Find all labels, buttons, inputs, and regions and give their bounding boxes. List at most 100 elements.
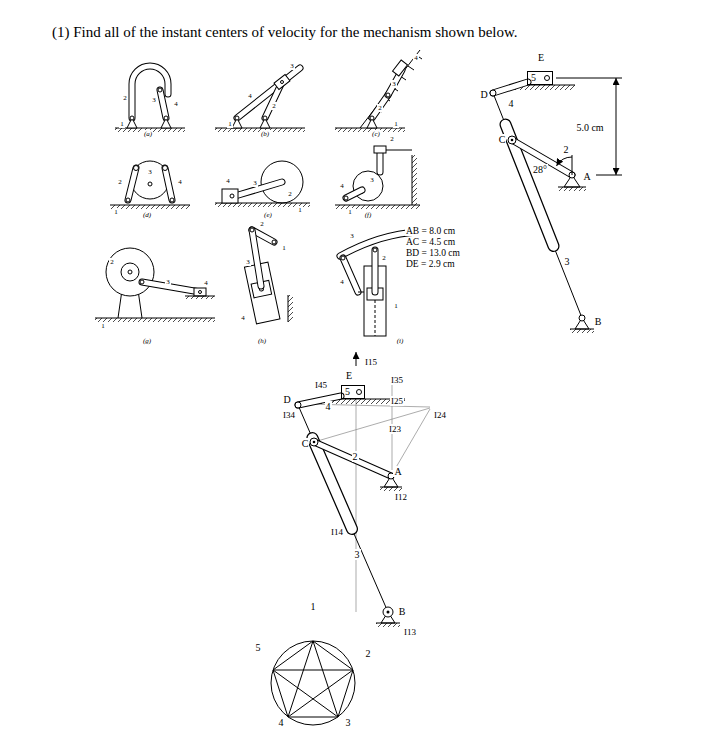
drawing-line xyxy=(343,258,358,292)
main-mechanism xyxy=(490,76,622,334)
sketch-label: 1 xyxy=(100,323,106,330)
label-text: 1 xyxy=(393,120,399,128)
sketch-label: 1 xyxy=(227,121,233,128)
sketch-g xyxy=(95,248,215,322)
drawing-path xyxy=(557,157,573,166)
drawing-circle xyxy=(128,270,132,274)
drawing-circle xyxy=(170,198,174,202)
drawing-path xyxy=(368,55,422,122)
mechanism-label: A xyxy=(393,467,402,477)
mechanism-label: 3 xyxy=(354,550,361,560)
sketch-c xyxy=(335,50,422,132)
mechanism-label: C xyxy=(498,135,507,145)
mechanism-label: 2 xyxy=(563,145,570,155)
mechanism-label: I13 xyxy=(403,628,417,637)
sketch-label: 1 xyxy=(119,121,125,128)
drawing-line xyxy=(378,152,383,172)
label-text: 1 xyxy=(119,120,125,128)
sketch-b xyxy=(215,68,305,132)
mechanism-label: I14 xyxy=(330,528,344,537)
mechanism-label: AB = 8.0 cm xyxy=(405,227,456,237)
mechanism-label: C xyxy=(301,439,310,449)
label-text: DE = 2.9 cm xyxy=(405,259,456,269)
drawing-line xyxy=(616,78,617,175)
label-text: (i) xyxy=(396,337,405,345)
mechanism-label: I23 xyxy=(388,425,402,434)
label-text: (e) xyxy=(263,211,273,219)
drawing-path xyxy=(132,66,168,118)
drawing-line xyxy=(572,155,573,175)
drawing-line xyxy=(165,168,172,200)
mechanism-label: I25 xyxy=(390,397,404,406)
sketch-label: 3 xyxy=(165,279,171,286)
mechanism-label: 28° xyxy=(532,165,548,175)
label-text: 3 xyxy=(354,549,361,560)
drawing-circle xyxy=(199,291,202,294)
drawing-line xyxy=(314,442,391,476)
drawing-rect xyxy=(185,296,215,299)
label-text: 1 xyxy=(227,120,233,128)
sketch-label: 2 xyxy=(377,105,383,112)
drawing-circle xyxy=(130,116,134,120)
drawing-circle xyxy=(281,81,284,84)
label-text: I35 xyxy=(390,375,404,385)
block-number: 5 xyxy=(345,386,350,397)
label-text: (g) xyxy=(142,337,152,345)
label-text: 2 xyxy=(377,104,383,112)
mechanism-label: D xyxy=(479,90,488,100)
sketch-label: (e) xyxy=(263,212,273,219)
drawing-rect xyxy=(558,187,586,191)
drawing-line xyxy=(506,125,554,247)
label-text: 3 xyxy=(369,176,375,184)
drawing-circle xyxy=(387,611,390,614)
label-text: E xyxy=(537,52,545,63)
label-text: 5 xyxy=(255,642,262,653)
mechanism-label: I34 xyxy=(282,411,296,420)
mechanism-label: BD = 13.0 cm xyxy=(405,249,461,259)
drawing-line xyxy=(142,282,200,292)
label-text: 1 xyxy=(393,302,399,310)
solution-diagram xyxy=(295,352,430,627)
sketch-label: 3 xyxy=(289,63,295,70)
drawing-line xyxy=(512,140,572,175)
drawing-rect xyxy=(374,146,386,153)
drawing-line xyxy=(493,93,582,318)
circle-diagram xyxy=(271,641,355,725)
label-text: 4 xyxy=(413,54,419,62)
label-text: 2 xyxy=(287,190,293,198)
drawing-circle xyxy=(353,171,383,201)
label-text: 3 xyxy=(151,96,157,104)
label-text: 4 xyxy=(203,279,209,287)
sketch-label: (d) xyxy=(142,212,152,219)
sketch-label: 4 xyxy=(225,178,231,185)
drawing-circle xyxy=(164,116,168,120)
drawing-line xyxy=(252,230,261,286)
sketch-label: 1 xyxy=(281,245,287,252)
drawing-circle xyxy=(148,182,152,186)
drawing-circle xyxy=(158,88,162,92)
label-text: 2 xyxy=(563,144,570,155)
mechanism-label: I15 xyxy=(364,358,378,367)
mechanism-label: A xyxy=(582,172,591,182)
drawing-line xyxy=(142,282,200,292)
mechanism-label: 5 xyxy=(255,643,262,653)
drawing-circle xyxy=(511,139,514,142)
drawing-rect xyxy=(335,128,405,132)
drawing-line xyxy=(556,78,622,79)
drawing-line xyxy=(298,396,341,405)
drawing-line xyxy=(596,175,622,176)
sketch-label: 3 xyxy=(369,177,375,184)
drawing-circle xyxy=(357,390,362,395)
sketch-label: 1 xyxy=(113,209,119,216)
drawing-line xyxy=(346,190,362,198)
label-text: I15 xyxy=(364,357,378,367)
mechanism-label: 4 xyxy=(278,718,285,728)
drawing-line xyxy=(372,95,388,118)
sketch-label: 2 xyxy=(117,179,123,186)
drawing-line xyxy=(252,230,261,286)
label-text: 3 xyxy=(349,232,355,240)
sketch-label: 4 xyxy=(339,279,345,286)
sketch-label: 1 xyxy=(347,209,353,216)
sketch-label: 4 xyxy=(339,183,345,190)
label-text: 2 xyxy=(109,258,115,266)
